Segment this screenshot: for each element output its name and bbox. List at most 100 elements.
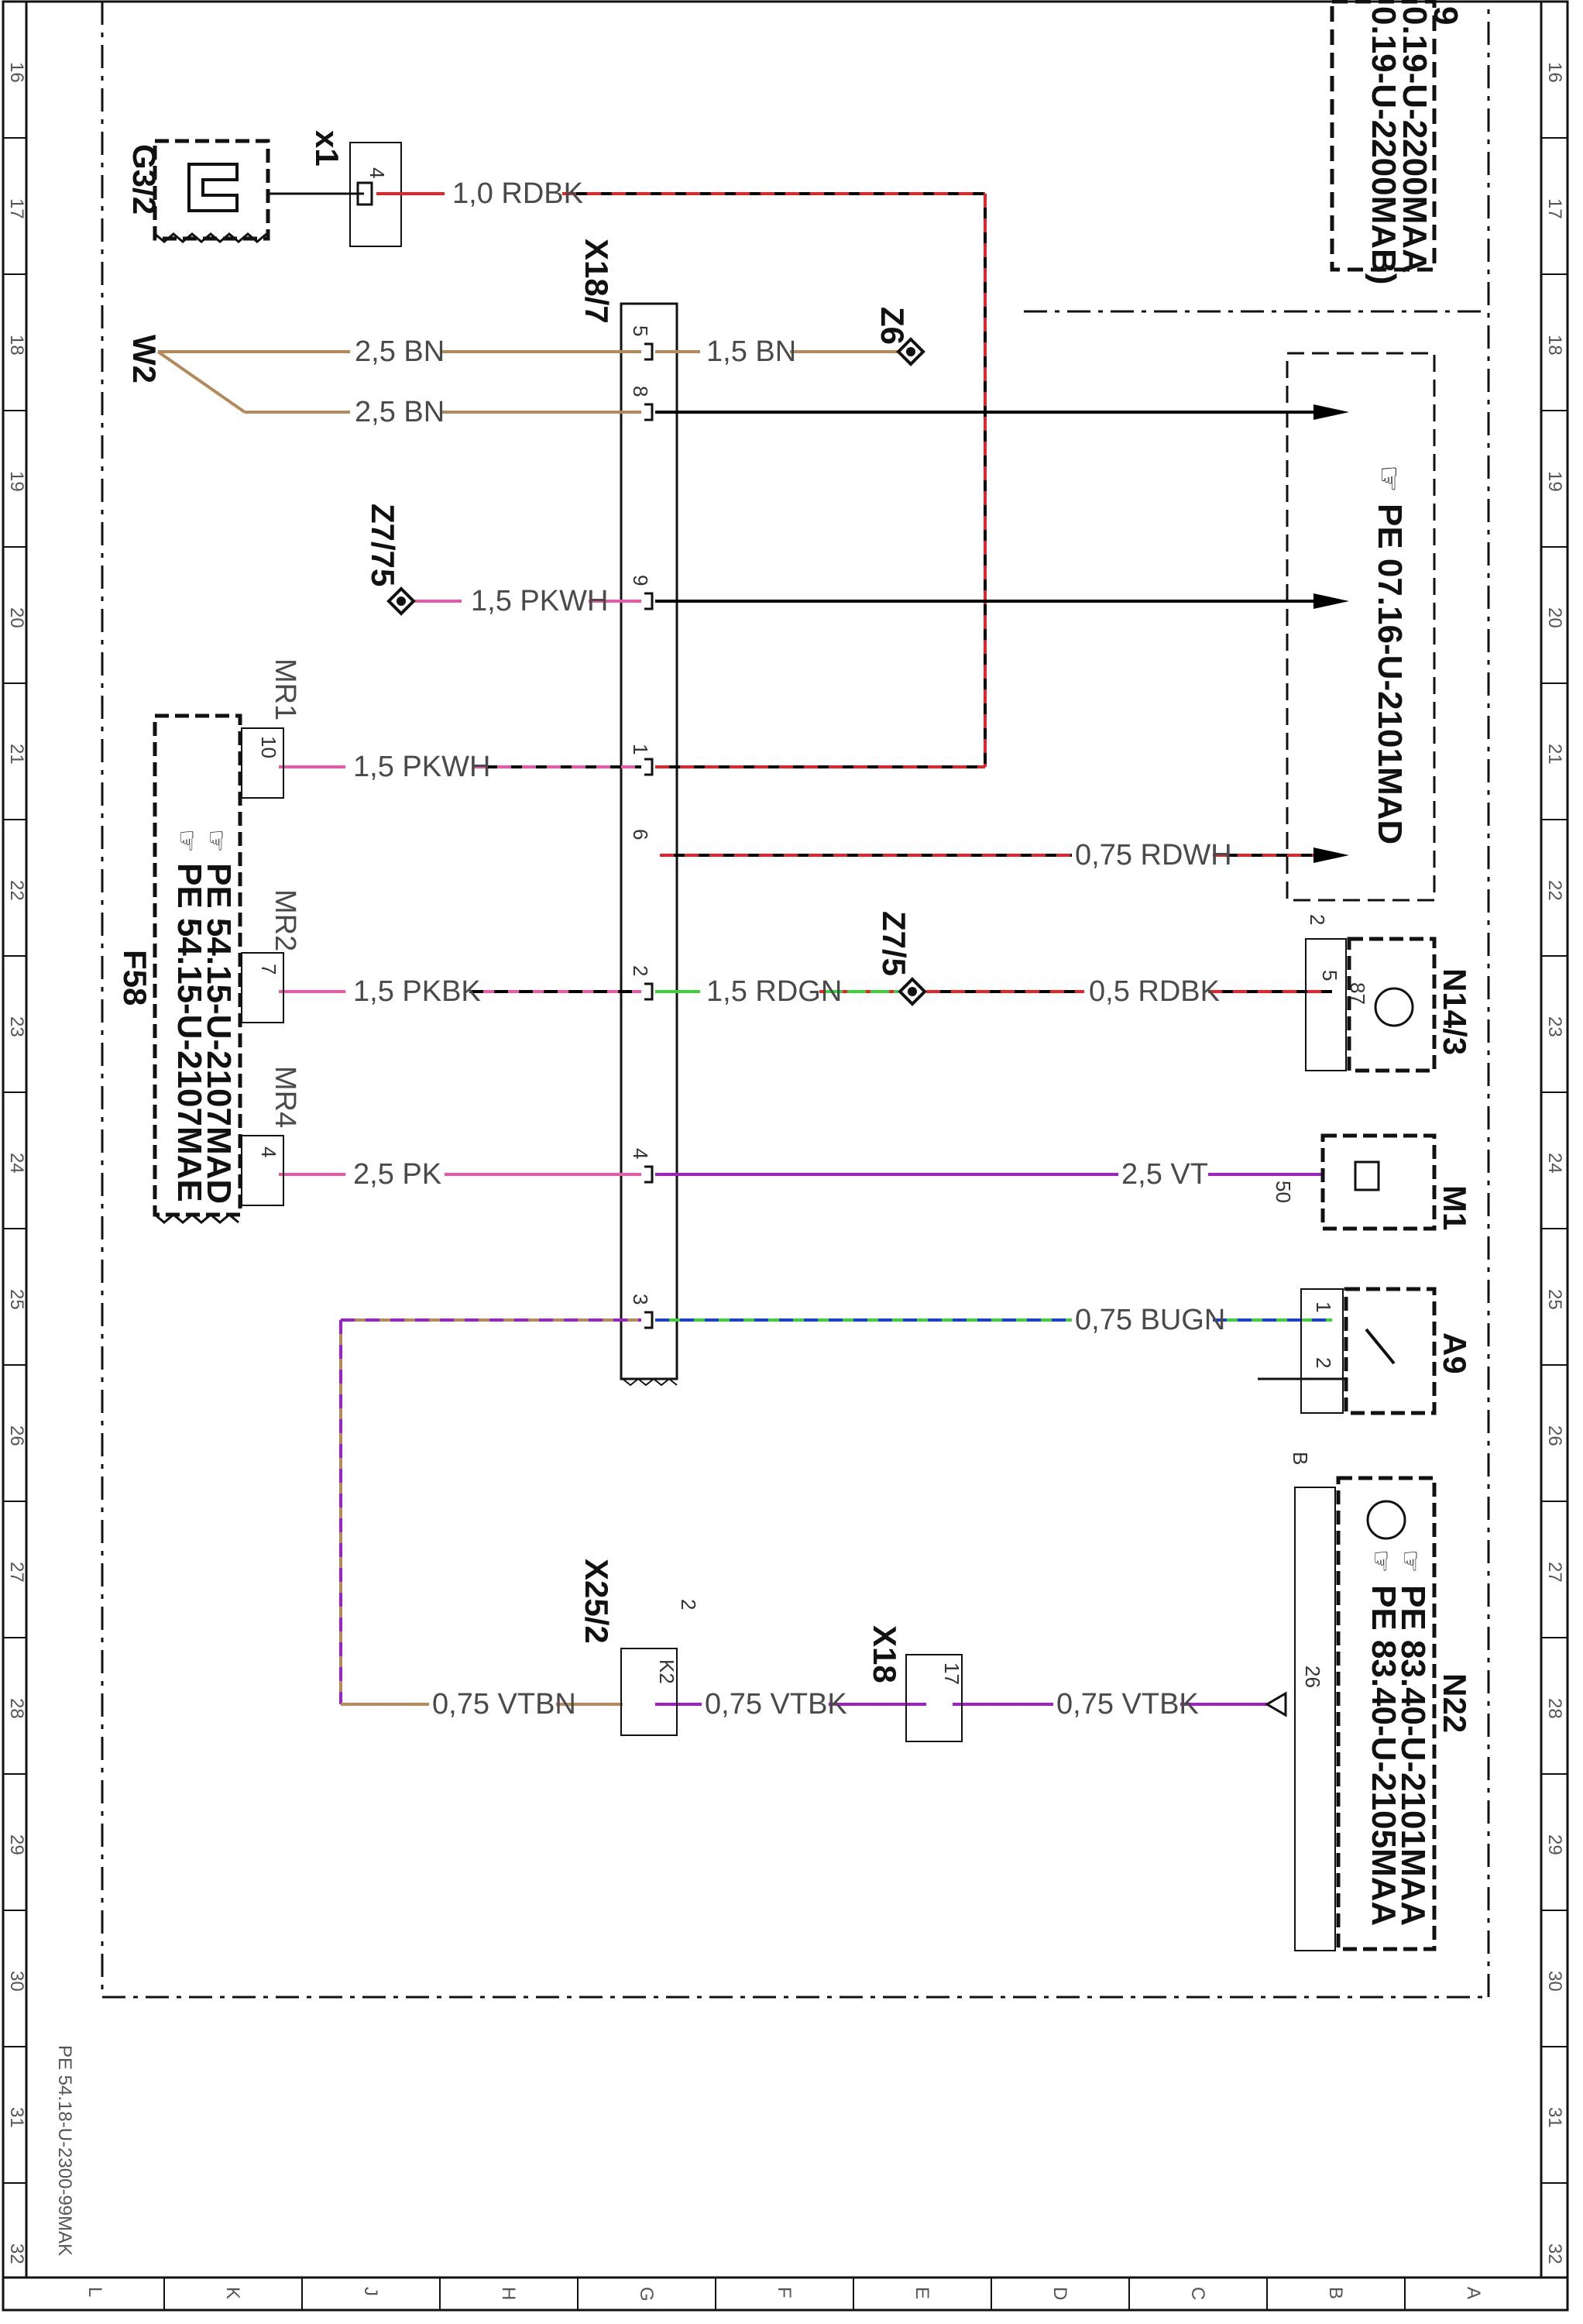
row-number-32: 32: [6, 2243, 27, 2264]
label-x1: x1: [309, 130, 345, 167]
column-letter-F: F: [774, 2287, 795, 2298]
connector-x18: 17 X18: [867, 1625, 963, 1742]
pin-x18-7-6: 6: [629, 829, 652, 840]
row-number-31: 31: [6, 2107, 27, 2128]
label-m1: M1: [1437, 1185, 1473, 1230]
pin-x18-7-2: 2: [629, 965, 652, 976]
component-f58: ☞ ☞ PE 54.15-U-2107MAD PE 54.15-U-2107MA…: [117, 713, 242, 1224]
wire-label-pkbk: 1,5 PKBK: [353, 975, 481, 1008]
component-m1: 50 M1: [1272, 1133, 1473, 1231]
column-letter-G: G: [636, 2287, 657, 2302]
row-number-26: 26: [1544, 1425, 1565, 1446]
top-ref-box: 9 0.19-U-2200MAA 0.19-U-2200MAB): [1330, 0, 1465, 284]
row-number-23: 23: [1544, 1016, 1565, 1037]
splice-z7-5-icon: [898, 977, 927, 1006]
top-ref-digit: 9: [1427, 6, 1465, 25]
row-number-30: 30: [1544, 1971, 1565, 1992]
wire-label-bugn: 0,75 BUGN: [1075, 1304, 1225, 1336]
wire-label-vt: 2,5 VT: [1121, 1158, 1208, 1191]
label-w2: W2: [126, 335, 163, 383]
label-mr4: MR4: [269, 1066, 301, 1128]
pin-x18-7-1: 1: [629, 744, 652, 755]
row-number-27: 27: [1544, 1562, 1565, 1583]
wire-label-rdwh: 0,75 RDWH: [1075, 839, 1232, 871]
pin-n14-87: 87: [1346, 982, 1369, 1005]
row-number-24: 24: [1544, 1153, 1565, 1174]
mr-connectors: [241, 727, 284, 1206]
pin-x18-7-8: 8: [629, 386, 652, 397]
component-a9: 1 2 A9: [1258, 1287, 1473, 1415]
wire-label-pkwh-z775: 1,5 PKWH: [471, 585, 608, 617]
pin-x18-17: 17: [940, 1662, 963, 1685]
wire-label-rdbk-1-0: 1,0 RDBK: [452, 177, 583, 210]
ref-n22-line1: PE 83.40-U-2101MAA: [1394, 1585, 1432, 1926]
ref-f58-line2: PE 54.15-U-2107MAE: [170, 863, 208, 1202]
manual-hand-icon: ☞: [1396, 1549, 1425, 1573]
row-number-28: 28: [1544, 1698, 1565, 1719]
component-n22: ☞ ☞ PE 83.40-U-2101MAA PE 83.40-U-2105MA…: [1265, 1452, 1473, 1951]
row-number-28: 28: [6, 1698, 27, 1719]
pin-x25-k2: K2: [655, 1659, 678, 1684]
label-a9: A9: [1437, 1332, 1473, 1374]
pin-x25-2: 2: [677, 1599, 700, 1610]
pin-mr2-7: 7: [257, 964, 280, 975]
connector-x1: 4 x1: [268, 130, 402, 247]
row-number-17: 17: [6, 198, 27, 219]
row-number-31: 31: [1544, 2107, 1565, 2128]
pin-mr4-4: 4: [257, 1147, 280, 1157]
label-z7-75: Z7/75: [365, 504, 401, 586]
row-number-20: 20: [1544, 607, 1565, 628]
signal-arrows: [1313, 404, 1349, 863]
column-letter-J: J: [360, 2287, 381, 2296]
signal-ground-icon: [1265, 1691, 1287, 1717]
top-ref-line2: 0.19-U-2200MAB): [1365, 6, 1403, 284]
label-mr1: MR1: [269, 658, 301, 720]
wire-labels: 1,0 RDBK 2,5 BN 2,5 BN 1,5 BN 1,5 PKWH 1…: [353, 177, 1232, 1721]
wire-label-bn-a: 2,5 BN: [355, 335, 445, 368]
column-ruler: [163, 2278, 1406, 2310]
row-number-27: 27: [6, 1562, 27, 1583]
pin-x18-7-4: 4: [629, 1148, 652, 1159]
column-letter-L: L: [84, 2287, 105, 2297]
row-number-17: 17: [1544, 198, 1565, 219]
row-number-23: 23: [6, 1016, 27, 1037]
row-number-32: 32: [1544, 2243, 1565, 2264]
column-letter-H: H: [498, 2287, 519, 2300]
pin-n14-5: 5: [1318, 970, 1341, 981]
row-number-29: 29: [6, 1834, 27, 1855]
label-f58: F58: [117, 950, 153, 1006]
pin-a9-1: 1: [1312, 1301, 1335, 1312]
label-z7-5: Z7/5: [876, 911, 912, 976]
manual-hand-icon: ☞: [1372, 465, 1406, 493]
row-number-16: 16: [1544, 62, 1565, 83]
top-ref-line1: 0.19-U-2200MAA: [1396, 6, 1434, 273]
transistor-icon: [1374, 987, 1414, 1027]
column-letter-K: K: [222, 2287, 243, 2299]
label-x18: X18: [867, 1625, 903, 1683]
wire-label-pkwh-mr1: 1,5 PKWH: [353, 751, 490, 783]
wire-label-pk: 2,5 PK: [353, 1158, 441, 1191]
splice-z7-75-icon: [386, 586, 416, 616]
row-number-19: 19: [6, 471, 27, 492]
row-number-25: 25: [1544, 1289, 1565, 1310]
manual-hand-icon: ☞: [1366, 1549, 1396, 1573]
connector-x25-2: K2 2 X25/2: [579, 1559, 700, 1736]
row-ruler: [3, 137, 1568, 2184]
ref-f58-line1: PE 54.15-U-2107MAD: [200, 863, 238, 1204]
pin-n22-26: 26: [1301, 1666, 1324, 1688]
pin-mr1-10: 10: [257, 736, 280, 758]
label-mr2: MR2: [269, 889, 301, 951]
component-n14-3: 87 5 2 N14/3: [1305, 914, 1473, 1073]
pin-x1-4: 4: [366, 167, 389, 178]
row-number-22: 22: [6, 880, 27, 901]
label-z6: Z6: [874, 307, 911, 345]
ref-pe0716: PE 07.16-U-2101MAD: [1371, 504, 1409, 844]
motor-coil-icon: [1354, 1160, 1380, 1191]
pin-n22-b: B: [1289, 1452, 1312, 1465]
column-letter-A: A: [1463, 2287, 1484, 2299]
wire-label-rdbk-0-5: 0,5 RDBK: [1089, 975, 1220, 1008]
connector-x18-7: X18/7: [579, 239, 678, 1387]
column-letter-C: C: [1187, 2287, 1208, 2300]
